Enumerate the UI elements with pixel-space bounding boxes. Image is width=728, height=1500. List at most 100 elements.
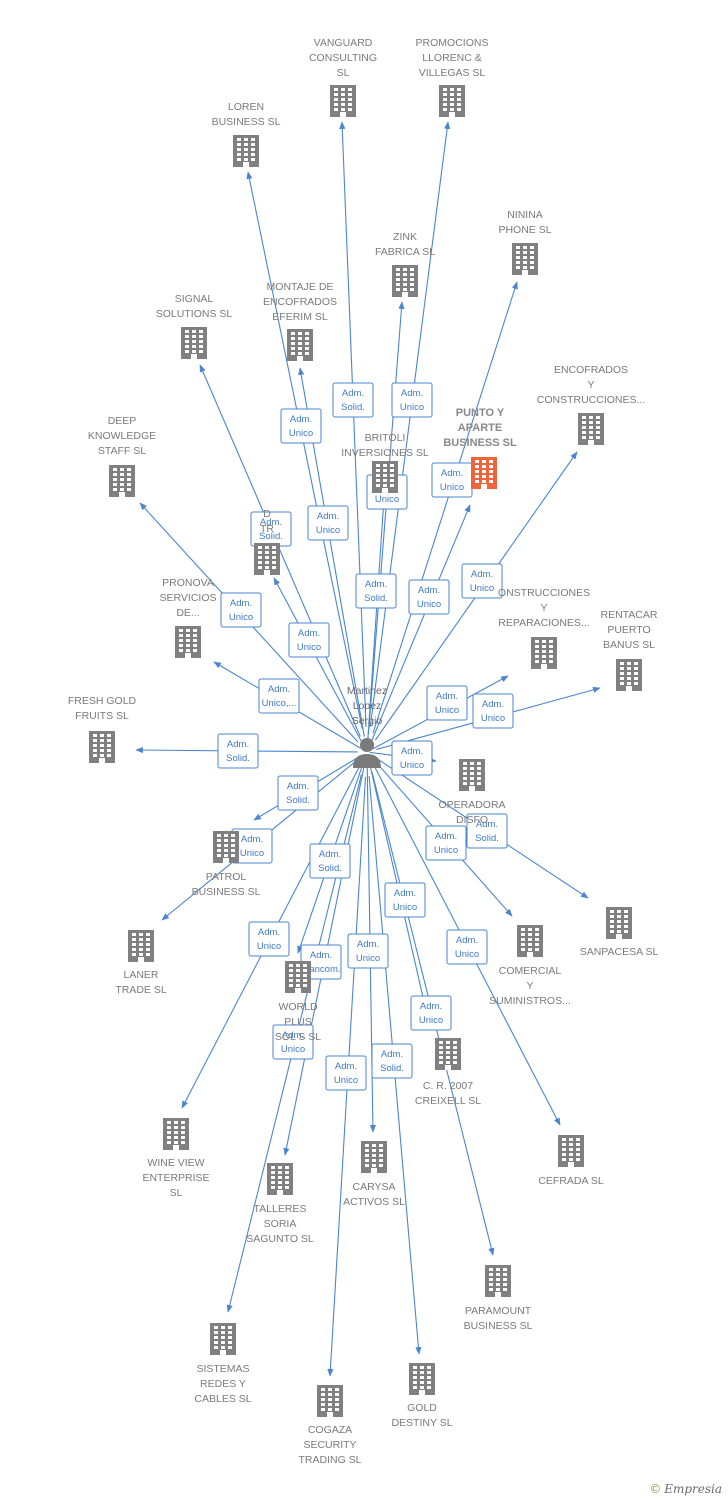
building-icon bbox=[267, 1163, 293, 1195]
role-text: Adm. bbox=[401, 388, 423, 399]
role-label-construcciones[interactable]: Adm.Unico bbox=[426, 685, 468, 721]
role-label-pronova[interactable]: Adm.Unico,... bbox=[258, 678, 300, 714]
role-label-dtr[interactable]: Adm.Unico bbox=[288, 622, 330, 658]
role-label-sistemas[interactable]: Adm.Unico bbox=[272, 1024, 314, 1060]
role-text: Adm. bbox=[342, 388, 364, 399]
role-label-encofrados[interactable]: Adm.Unico bbox=[461, 563, 503, 599]
company-node-encofrados[interactable]: ENCOFRADOSYCONSTRUCCIONES... bbox=[537, 364, 646, 445]
building-icon bbox=[578, 413, 604, 445]
role-label-comercial[interactable]: Adm.Unico bbox=[425, 825, 467, 861]
role-text: Adm. bbox=[420, 1001, 442, 1012]
role-text: Unico bbox=[297, 642, 321, 653]
role-label-cogaza[interactable]: Adm.Unico bbox=[325, 1055, 367, 1091]
role-label-loren[interactable]: Adm.Unico bbox=[280, 408, 322, 444]
company-name: Y bbox=[587, 379, 594, 391]
role-label-promocions[interactable]: Adm.Unico bbox=[391, 382, 433, 418]
role-label-rentacar[interactable]: Adm.Unico bbox=[472, 693, 514, 729]
company-node-construcciones[interactable]: ONSTRUCCIONESYREPARACIONES... bbox=[498, 587, 590, 669]
role-text: Adm. bbox=[436, 691, 458, 702]
company-name: FRESH GOLD bbox=[68, 695, 137, 707]
role-label-montaje[interactable]: Adm.Unico bbox=[307, 505, 349, 541]
role-label-punto[interactable]: Adm.Unico bbox=[408, 579, 450, 615]
role-label-worldplus[interactable]: Adm.Solid. bbox=[309, 843, 351, 879]
role-text: Unico bbox=[334, 1075, 358, 1086]
role-text: Unico bbox=[240, 848, 264, 859]
role-label-operadora[interactable]: Adm.Unico bbox=[391, 740, 433, 776]
role-label-layer: Adm.Solid.Adm.UnicoAdm.UnicoAdm.UnicoAdm… bbox=[217, 382, 514, 1091]
company-node-sanpacesa[interactable]: SANPACESA SL bbox=[580, 907, 659, 958]
company-name: SUMINISTROS... bbox=[489, 995, 571, 1007]
company-name: CREIXELL SL bbox=[415, 1095, 481, 1107]
role-text: Adm. bbox=[287, 781, 309, 792]
edge-britoli bbox=[367, 497, 387, 742]
company-node-dtr[interactable]: DTR bbox=[254, 508, 280, 575]
building-icon bbox=[531, 637, 557, 669]
building-icon bbox=[361, 1141, 387, 1173]
role-text: Adm. bbox=[357, 939, 379, 950]
role-label-wineview[interactable]: Adm.Unico bbox=[248, 921, 290, 957]
role-text: Solid. bbox=[286, 795, 310, 806]
role-label-cefrada[interactable]: Adm.Unico bbox=[446, 929, 488, 965]
role-label-cr2007[interactable]: Adm.Unico bbox=[384, 882, 426, 918]
role-label-britoli[interactable]: Adm.Solid. bbox=[355, 573, 397, 609]
company-name: KNOWLEDGE bbox=[88, 430, 156, 442]
company-name: SANPACESA SL bbox=[580, 946, 659, 958]
company-name: WINE VIEW bbox=[147, 1157, 204, 1169]
role-label-paramount[interactable]: Adm.Unico bbox=[410, 995, 452, 1031]
company-name: EFERIM SL bbox=[272, 311, 328, 323]
role-label-carysa[interactable]: Adm.Unico bbox=[347, 933, 389, 969]
company-name: BUSINESS SL bbox=[192, 886, 261, 898]
role-label-ninina[interactable]: Adm.Unico bbox=[431, 462, 473, 498]
building-icon bbox=[181, 327, 207, 359]
building-icon bbox=[285, 961, 311, 993]
role-label-sanpacesa[interactable]: Adm.Solid. bbox=[466, 813, 508, 849]
role-label-patrol[interactable]: Adm. Solid. bbox=[277, 775, 319, 811]
building-icon bbox=[372, 461, 398, 493]
company-node-cefrada[interactable]: CEFRADA SL bbox=[538, 1135, 604, 1187]
company-name: ONSTRUCCIONES bbox=[498, 587, 590, 599]
building-icon bbox=[517, 925, 543, 957]
role-label-freshgold[interactable]: Adm.Solid. bbox=[217, 733, 259, 769]
edge-zink bbox=[367, 301, 405, 735]
role-label-signal[interactable]: Adm.Solid. bbox=[250, 511, 292, 547]
company-name: CEFRADA SL bbox=[538, 1175, 604, 1187]
company-name: RENTACAR bbox=[601, 609, 658, 621]
role-label-deep[interactable]: Adm.Unico bbox=[220, 592, 262, 628]
role-label-vanguard[interactable]: Adm.Solid. bbox=[332, 382, 374, 418]
role-text: Unico bbox=[417, 599, 441, 610]
role-text: Unico bbox=[281, 1044, 305, 1055]
company-node-pronova[interactable]: PRONOVASERVICIOSDE... bbox=[160, 577, 217, 658]
edge-ninina bbox=[372, 281, 518, 734]
company-name: CABLES SL bbox=[194, 1393, 251, 1405]
role-text: Unico bbox=[455, 949, 479, 960]
role-text: Adm. bbox=[227, 739, 249, 750]
role-label-gold[interactable]: Adm.Solid. bbox=[371, 1043, 413, 1079]
company-node-comercial[interactable]: COMERCIALYSUMINISTROS... bbox=[489, 925, 571, 1007]
role-text: Adm. bbox=[319, 849, 341, 860]
